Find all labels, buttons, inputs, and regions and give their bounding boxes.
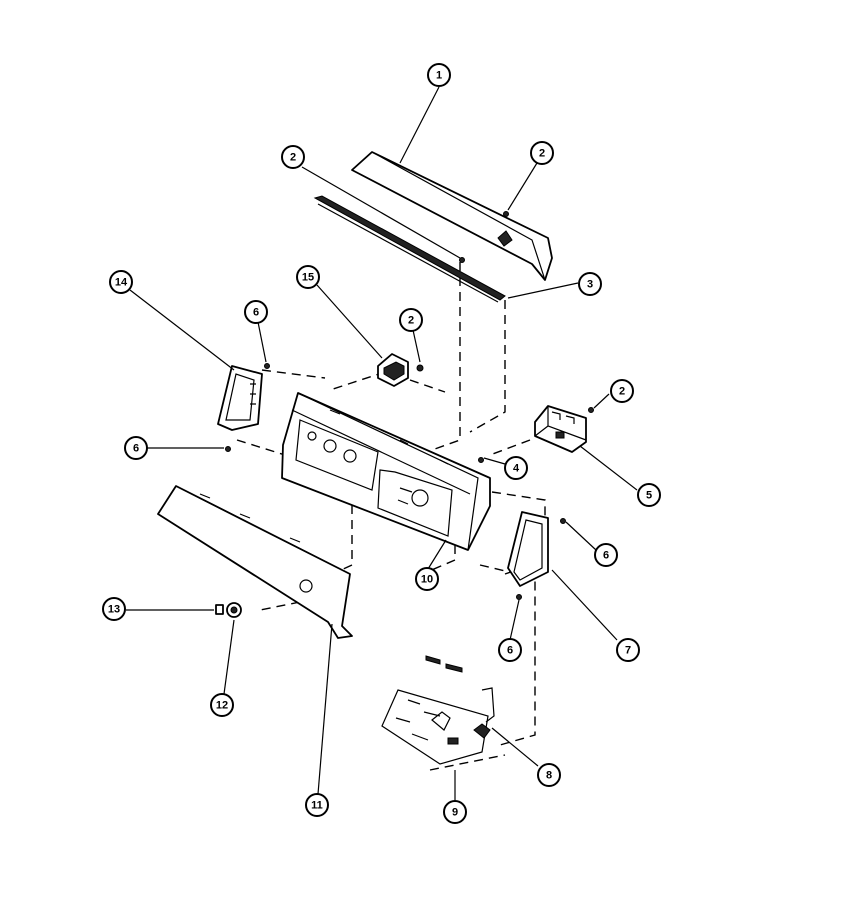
callout-12: 12 [210, 693, 234, 717]
callout-label: 4 [513, 463, 520, 475]
callout-label: 5 [646, 490, 652, 502]
callout-10: 10 [415, 567, 439, 591]
callout-label: 11 [311, 800, 323, 812]
right-end-cap [507, 511, 549, 587]
callout-label: 14 [115, 277, 128, 289]
callout-2: 2 [281, 145, 305, 169]
base-bracket [381, 655, 489, 765]
callout-15: 15 [296, 265, 320, 289]
left-end-cap [217, 365, 263, 431]
callout-2: 2 [610, 379, 634, 403]
callout-11: 11 [305, 793, 329, 817]
callout-circle [610, 379, 634, 403]
callout-circle [305, 793, 329, 817]
callout-2: 2 [399, 308, 423, 332]
callout-circle [504, 456, 528, 480]
callout-circle [415, 567, 439, 591]
callout-circle [616, 638, 640, 662]
callout-9: 9 [443, 800, 467, 824]
callout-8: 8 [537, 763, 561, 787]
callout-label: 6 [253, 307, 259, 319]
callout-label: 6 [133, 443, 139, 455]
switch-component [377, 353, 409, 387]
callout-label: 9 [452, 807, 458, 819]
callout-label: 7 [625, 645, 631, 657]
callout-6: 6 [594, 543, 618, 567]
callout-label: 2 [619, 386, 625, 398]
callout-label: 8 [546, 770, 552, 782]
timer-component [534, 405, 587, 453]
top-trim-cover [351, 151, 553, 281]
callout-label: 2 [290, 152, 296, 164]
callout-circle [210, 693, 234, 717]
callout-circle [537, 763, 561, 787]
callout-circle [109, 270, 133, 294]
callout-6: 6 [498, 638, 522, 662]
callout-label: 6 [603, 550, 609, 562]
callout-3: 3 [578, 272, 602, 296]
callout-label: 13 [108, 604, 120, 616]
rail-strip [313, 195, 506, 303]
callout-circle [594, 543, 618, 567]
callout-14: 14 [109, 270, 133, 294]
callout-circle [427, 63, 451, 87]
control-panel-housing [281, 392, 491, 551]
callout-circle [296, 265, 320, 289]
callout-7: 7 [616, 638, 640, 662]
leader-lines [126, 86, 638, 800]
callout-label: 15 [302, 272, 314, 284]
callout-circle [102, 597, 126, 621]
callout-circle [124, 436, 148, 460]
knob-and-clip [215, 602, 242, 618]
callout-label: 2 [408, 315, 414, 327]
callout-label: 6 [507, 645, 513, 657]
callout-label: 10 [421, 574, 433, 586]
callout-circle [637, 483, 661, 507]
callout-13: 13 [102, 597, 126, 621]
callout-label: 1 [436, 70, 442, 82]
bracket-screw [473, 687, 495, 739]
callout-circle [530, 141, 554, 165]
callout-circle [399, 308, 423, 332]
callout-circle [281, 145, 305, 169]
callout-circle [498, 638, 522, 662]
screws [225, 211, 594, 600]
callout-6: 6 [244, 300, 268, 324]
callout-label: 2 [539, 148, 545, 160]
callout-label: 3 [587, 279, 593, 291]
callout-5: 5 [637, 483, 661, 507]
callout-1: 1 [427, 63, 451, 87]
callout-4: 4 [504, 456, 528, 480]
callout-6: 6 [124, 436, 148, 460]
callout-circle [578, 272, 602, 296]
control-panel-front [157, 485, 353, 639]
callout-circle [443, 800, 467, 824]
callout-label: 12 [216, 700, 228, 712]
callout-2: 2 [530, 141, 554, 165]
callout-circle [244, 300, 268, 324]
